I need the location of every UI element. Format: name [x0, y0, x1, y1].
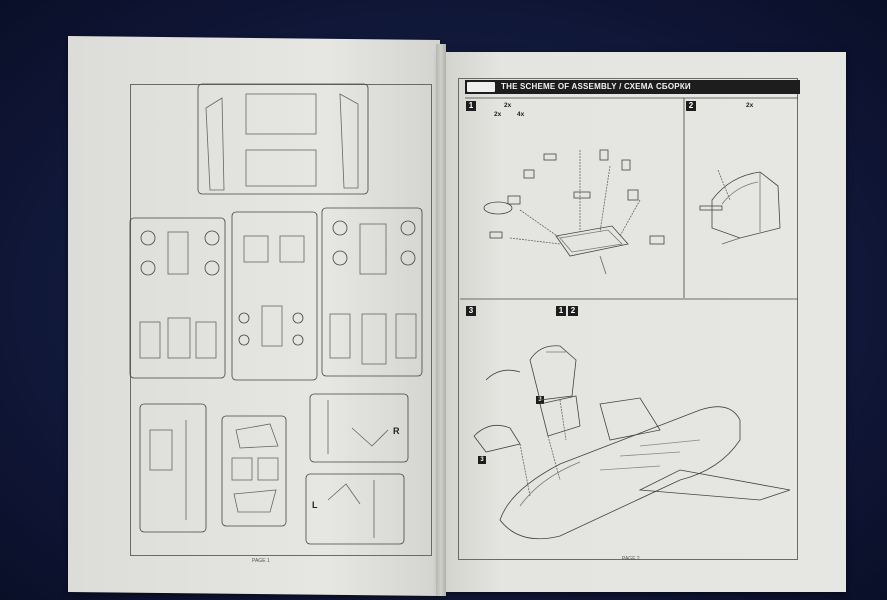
step-1-qty-b: 2x — [494, 111, 502, 118]
step-3-mark-1: 1 — [556, 306, 566, 316]
step-1-qty-c: 4x — [517, 111, 525, 118]
step-2-assembly — [699, 169, 781, 245]
header-title: THE SCHEME OF ASSEMBLY / СХЕМА СБОРКИ — [501, 82, 691, 91]
step-2-qty-a: 2x — [746, 102, 754, 109]
left-page-number: PAGE 1 — [252, 558, 270, 564]
step-3-shuttle-assembly — [473, 345, 791, 540]
sprue-frame-b — [231, 211, 318, 381]
right-page-number: PAGE 2 — [622, 556, 640, 562]
booklet-spine — [436, 44, 446, 596]
manufacturer-logo-icon — [467, 82, 495, 92]
step-3-number: 3 — [466, 306, 476, 316]
sprue-frame-f — [309, 393, 409, 463]
right-page-frame — [458, 78, 798, 560]
sprue-letter-r: R — [393, 426, 400, 436]
step-3-mark-2: 2 — [568, 306, 578, 316]
step-2-number: 2 — [686, 101, 696, 111]
sprue-letter-l: L — [312, 500, 318, 510]
right-page — [440, 52, 846, 592]
step-1-qty-a: 2x — [504, 102, 512, 109]
step-1-number: 1 — [466, 101, 476, 111]
sprue-frame-c — [321, 207, 423, 377]
callout-3b: 3 — [478, 456, 486, 464]
sprue-frame-e — [221, 415, 287, 527]
assembly-header: THE SCHEME OF ASSEMBLY / СХЕМА СБОРКИ — [465, 80, 800, 94]
step-1-assembly — [483, 149, 665, 275]
left-page-sprues — [129, 83, 423, 545]
left-page-frame — [130, 84, 432, 556]
sprue-frame-g — [305, 473, 405, 545]
sprue-frame-d — [139, 403, 207, 533]
sprue-frame-a — [129, 217, 226, 379]
sprue-frame-top — [197, 83, 369, 195]
